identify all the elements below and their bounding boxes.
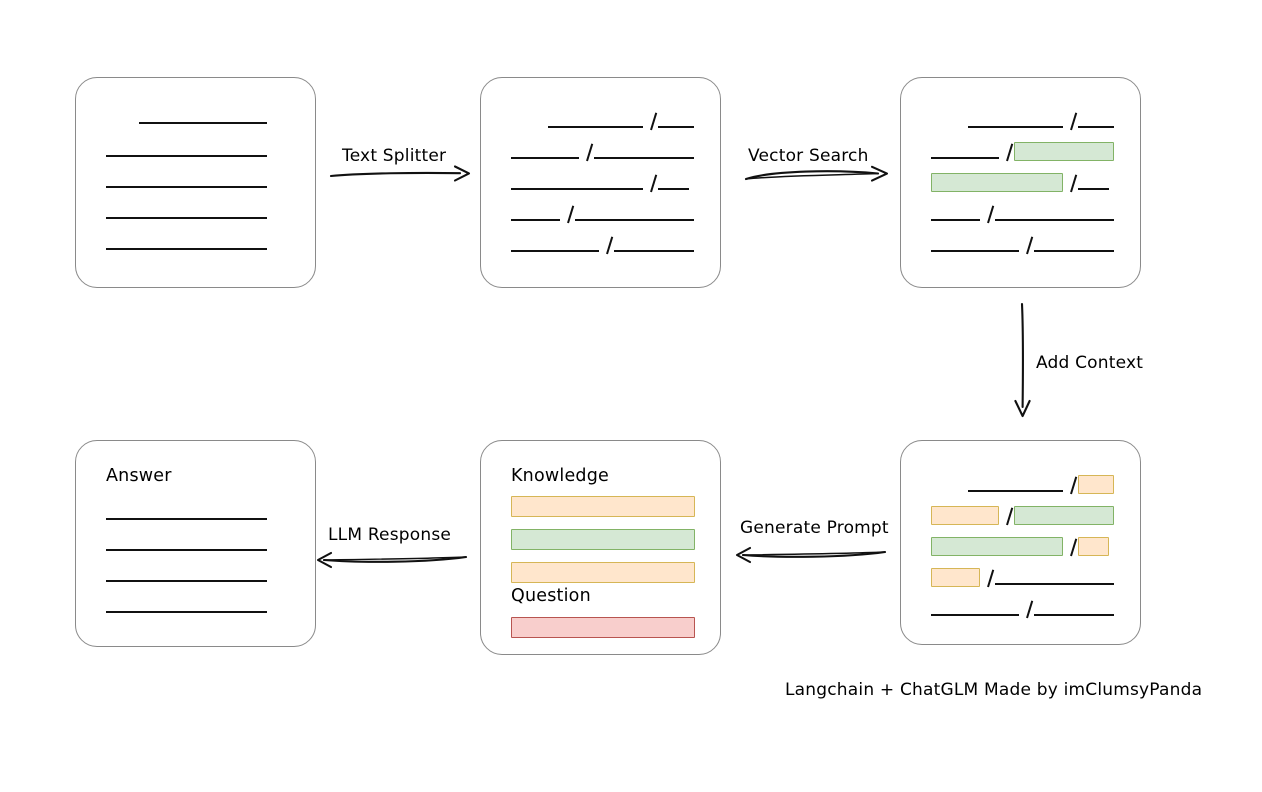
text-segment [967,490,1063,492]
split-row [511,172,694,192]
split-row [931,110,1114,130]
split-row [931,567,1114,587]
text-segment [613,250,694,252]
split-slash-icon [599,235,614,254]
split-slash-icon [1063,537,1078,556]
split-document-body [511,78,694,287]
split-row [511,234,694,254]
edge-generate-prompt-label: Generate Prompt [740,518,889,538]
split-row [931,505,1114,525]
knowledge-bar [511,529,695,550]
text-segment [511,219,561,221]
split-slash-icon [1063,475,1078,494]
split-document-card[interactable] [480,77,721,288]
split-row [931,203,1114,223]
split-row [931,598,1114,618]
split-row [931,141,1114,161]
split-slash-icon [1019,599,1034,618]
retrieved-document-body [931,78,1114,287]
answer-label: Answer [106,466,172,486]
context-document-card[interactable] [900,440,1141,645]
edge-text-splitter-label: Text Splitter [342,146,447,166]
edge-text-splitter [329,162,476,188]
split-slash-icon [1063,111,1078,130]
split-row [931,172,1114,192]
document-line [106,217,268,219]
retrieved-chunk [931,537,1063,556]
text-segment [931,219,981,221]
split-slash-icon [999,506,1014,525]
answer-body [106,441,289,646]
knowledge-bar [511,496,695,517]
split-row [511,203,694,223]
retrieved-chunk [931,173,1063,192]
text-segment [1077,126,1114,128]
retrieved-document-card[interactable] [900,77,1141,288]
text-segment [593,157,694,159]
answer-line [106,518,268,520]
context-chunk [931,506,999,525]
split-slash-icon [980,568,995,587]
text-segment [931,157,999,159]
document-line [106,155,268,157]
split-slash-icon [643,111,658,130]
document-line [106,248,268,250]
retrieved-chunk [1013,142,1114,161]
split-slash-icon [560,204,575,223]
knowledge-bar [511,562,695,583]
knowledge-label: Knowledge [511,466,609,486]
retrieved-chunk [1013,506,1114,525]
split-row [511,110,694,130]
text-segment [1033,250,1114,252]
text-segment [1077,188,1109,190]
answer-line [106,611,268,613]
answer-line [106,580,268,582]
context-chunk [1077,475,1114,494]
text-segment [931,614,1019,616]
text-segment [967,126,1063,128]
source-document-body [106,78,289,287]
split-slash-icon [1019,235,1034,254]
context-document-body [931,441,1114,644]
text-segment [511,188,643,190]
text-segment [511,250,599,252]
text-segment [511,157,579,159]
split-row [931,536,1114,556]
edge-add-context-label: Add Context [1036,353,1144,373]
edge-llm-response-label: LLM Response [328,525,452,545]
split-row [931,474,1114,494]
edge-vector-search-label: Vector Search [748,146,869,166]
prompt-card[interactable]: Knowledge Question [480,440,721,655]
text-segment [931,250,1019,252]
edge-generate-prompt [735,543,887,569]
split-row [931,234,1114,254]
question-bar [511,617,695,638]
text-segment [657,126,694,128]
text-segment [657,188,689,190]
text-segment [995,219,1114,221]
edge-vector-search [744,162,894,188]
text-segment [995,583,1114,585]
document-line [138,122,268,124]
text-segment [575,219,694,221]
answer-line [106,549,268,551]
text-segment [547,126,643,128]
split-row [511,141,694,161]
edge-add-context [1008,302,1036,421]
answer-card[interactable]: Answer [75,440,316,647]
source-document-card[interactable] [75,77,316,288]
split-slash-icon [999,142,1014,161]
credit-text: Langchain + ChatGLM Made by imClumsyPand… [785,680,1203,700]
text-segment [1033,614,1114,616]
context-chunk [931,568,981,587]
split-slash-icon [579,142,594,161]
split-slash-icon [1063,173,1078,192]
edge-llm-response [316,548,468,574]
question-label: Question [511,586,591,606]
split-slash-icon [643,173,658,192]
document-line [106,186,268,188]
context-chunk [1077,537,1109,556]
split-slash-icon [980,204,995,223]
